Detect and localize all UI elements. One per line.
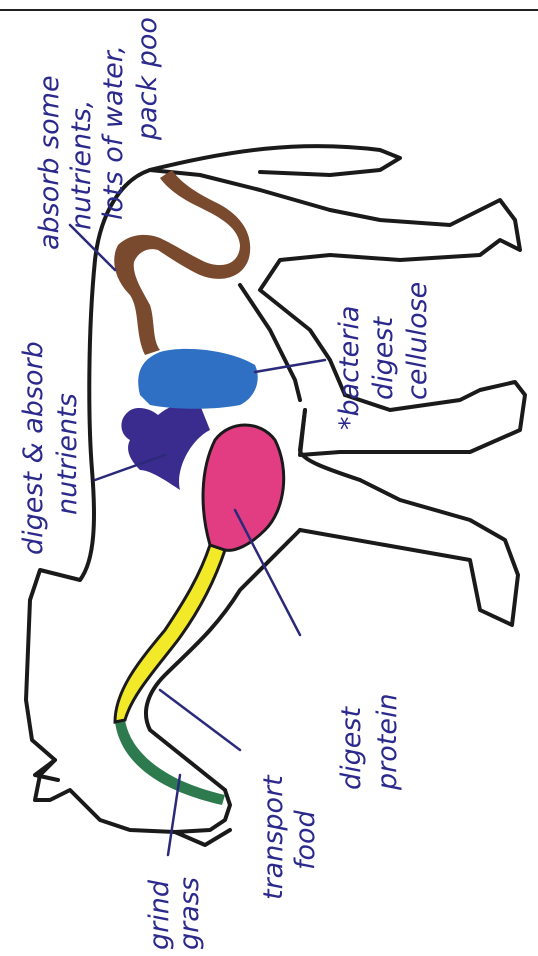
cecum-segment [138,349,258,409]
label-digest-protein-line-2: protein [372,693,403,791]
large-intestine-segment [114,170,250,355]
horse-neck-underside [146,530,300,790]
label-absorb-water-line-4: pack poo [132,17,163,141]
label-bacteria-line-2: digest [368,316,399,400]
label-bacteria-line-3: cellulose [402,282,433,400]
label-transport-food: transport food [258,774,321,900]
horse-front-leg [300,480,518,625]
teeth-segment [115,720,225,805]
stomach-segment [203,425,284,550]
label-absorb-water: absorb some nutrients, lots of water, pa… [34,17,163,250]
leader-absorb-water [70,225,115,270]
label-absorb-water-line-1: absorb some [34,75,65,250]
label-digest-absorb-line-2: nutrients [52,393,83,515]
digestive-tract [114,170,284,805]
label-grind-grass-line-1: grind [144,879,175,950]
label-digest-protein: digest protein [336,693,403,791]
label-grind-grass: grind grass [144,877,205,950]
small-intestine-segment [121,403,210,490]
leader-lines [70,225,325,855]
label-digest-absorb-line-1: digest & absorb [18,341,49,555]
label-grind-grass-line-2: grass [174,877,205,950]
label-digest-protein-line-1: digest [336,706,367,790]
label-bacteria-line-1: *bacteria [334,306,365,430]
label-absorb-water-line-3: lots of water, [98,45,129,220]
label-transport-food-line-2: food [290,809,321,870]
horse-tail [150,146,400,175]
label-absorb-water-line-2: nutrients, [66,100,97,230]
label-transport-food-line-1: transport [258,774,289,900]
label-digest-absorb: digest & absorb nutrients [18,341,83,555]
leader-transport-food [160,690,240,750]
